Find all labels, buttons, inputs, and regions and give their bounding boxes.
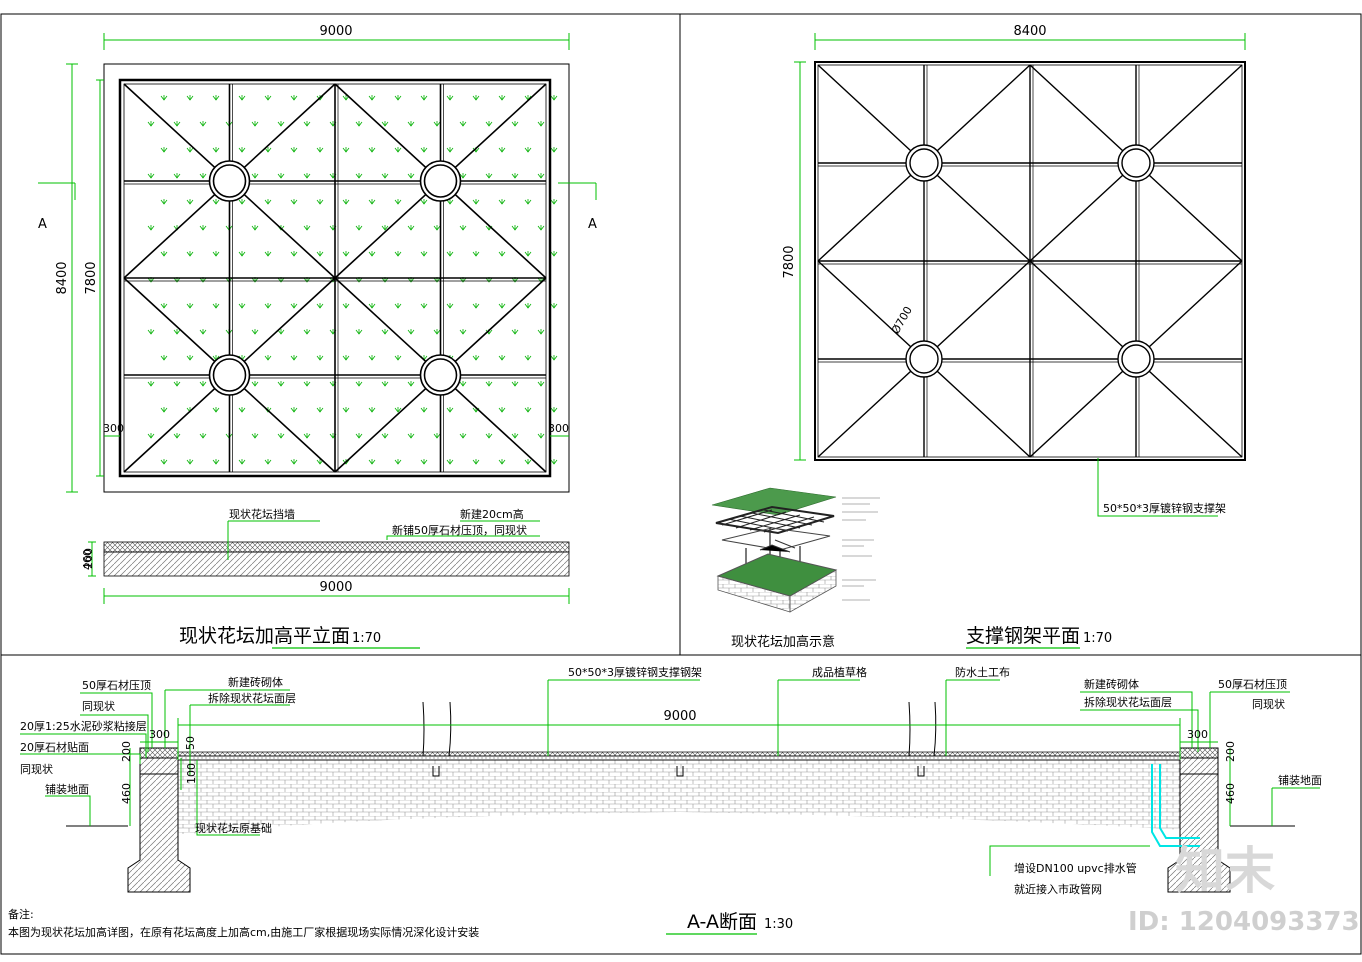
watermark-brand: 知末 [1175,842,1275,900]
sec-dim-total: 9000 [663,709,696,724]
sec-label-same1: 同现状 [82,699,115,713]
steel-dim-circle: Ø700 [889,304,915,336]
sec-label-stone-face: 20厚石材贴面 [20,740,89,754]
label-new-20cm: 新建20cm高 [460,507,524,521]
sec-dim-100: 100 [185,763,198,784]
section-scale: 1:30 [764,917,793,932]
frame [0,13,1362,955]
sec-dim-460-right: 460 [1224,783,1237,804]
sec-label-same2: 同现状 [20,762,53,776]
strip-dim-200: 200 [82,548,95,569]
sec-label-new-brick: 新建砖砌体 [228,675,283,689]
label-steel-frame: 50*50*3厚镀锌钢支撑架 [1103,501,1226,515]
plan-grass-pattern [147,94,558,465]
strip-dim-bottom: 9000 [319,580,352,595]
section-mark-right: A [588,217,597,232]
steel-frame-plan: 8400 7800 Ø700 50*50*3厚镀锌钢支撑架 支撑钢架平面 1:7… [782,24,1246,649]
plan-dim-left-inner: 7800 [84,261,99,294]
sec-label-drain2: 就近接入市政管网 [1014,882,1102,896]
sketch-caption: 现状花坛加高示意 [731,634,835,650]
sec-label-new-brick-r: 新建砖砌体 [1084,677,1139,691]
sec-label-grass: 成品植草格 [812,665,867,679]
sec-dim-50: 50 [184,736,197,750]
plan-dimensions [38,33,597,604]
plan-dim-side-left: 300 [103,422,124,435]
notes-text: 本图为现状花坛加高详图，在原有花坛高度上加高cm,由施工厂家根据现场实际情况深化… [8,925,479,939]
sec-dim-300-right: 300 [1187,728,1208,741]
sec-label-geotextile: 防水土工布 [955,665,1010,679]
strip-dim-460: 460 [81,549,94,570]
notes: 备注: 本图为现状花坛加高详图，在原有花坛高度上加高cm,由施工厂家根据现场实际… [8,907,479,939]
sec-label-same-r: 同现状 [1252,697,1285,711]
label-existing-wall: 现状花坛挡墙 [229,507,295,521]
sec-label-paving-right: 铺装地面 [1278,774,1322,787]
notes-title: 备注: [8,907,34,921]
plan-title: 现状花坛加高平立面 [179,625,350,647]
sec-label-existing-base: 现状花坛原基础 [195,821,272,835]
sec-label-paving-left: 铺装地面 [45,783,89,796]
sec-dim-200-left: 200 [120,741,133,762]
plan-dim-side-right: 300 [548,422,569,435]
sec-label-stone-top: 50厚石材压顶 [82,678,151,692]
watermark: 知末 ID: 1204093373 [1128,842,1360,937]
sec-label-mortar: 20厚1:25水泥砂浆粘接层 [20,719,147,733]
plan-dim-top: 9000 [319,24,352,39]
steel-dim-top: 8400 [1013,24,1046,39]
label-new-stone: 新铺50厚石材压顶，同现状 [392,523,527,537]
plan-view: 9000 8400 7800 A A 300 300 现状花坛挡墙 新建20cm… [38,24,597,649]
sec-label-remove: 拆除现状花坛面层 [208,691,296,705]
assembly-sketch: 现状花坛加高示意 [711,487,880,650]
steel-scale: 1:70 [1083,631,1112,646]
sec-dim-300-left: 300 [149,728,170,741]
watermark-id: ID: 1204093373 [1128,907,1360,937]
section-view: 9000 300 300 200 460 100 50 200 460 50厚石… [20,665,1322,935]
plan-scale: 1:70 [352,631,381,646]
section-title: A-A断面 [687,911,757,933]
sec-dim-200-right: 200 [1224,741,1237,762]
plan-dim-left-outer: 8400 [55,261,70,294]
sec-label-remove-r: 拆除现状花坛面层 [1084,695,1172,709]
sec-label-steel: 50*50*3厚镀锌钢支撑钢架 [568,665,702,679]
sec-dim-460-left: 460 [120,783,133,804]
steel-dim-left: 7800 [782,245,797,278]
steel-title: 支撑钢架平面 [966,625,1080,647]
section-mark-left: A [38,217,47,232]
plan-elevation-strip [103,520,570,577]
sec-label-stone-top-r: 50厚石材压顶 [1218,677,1287,691]
sec-label-drain: 增设DN100 upvc排水管 [1014,861,1137,875]
